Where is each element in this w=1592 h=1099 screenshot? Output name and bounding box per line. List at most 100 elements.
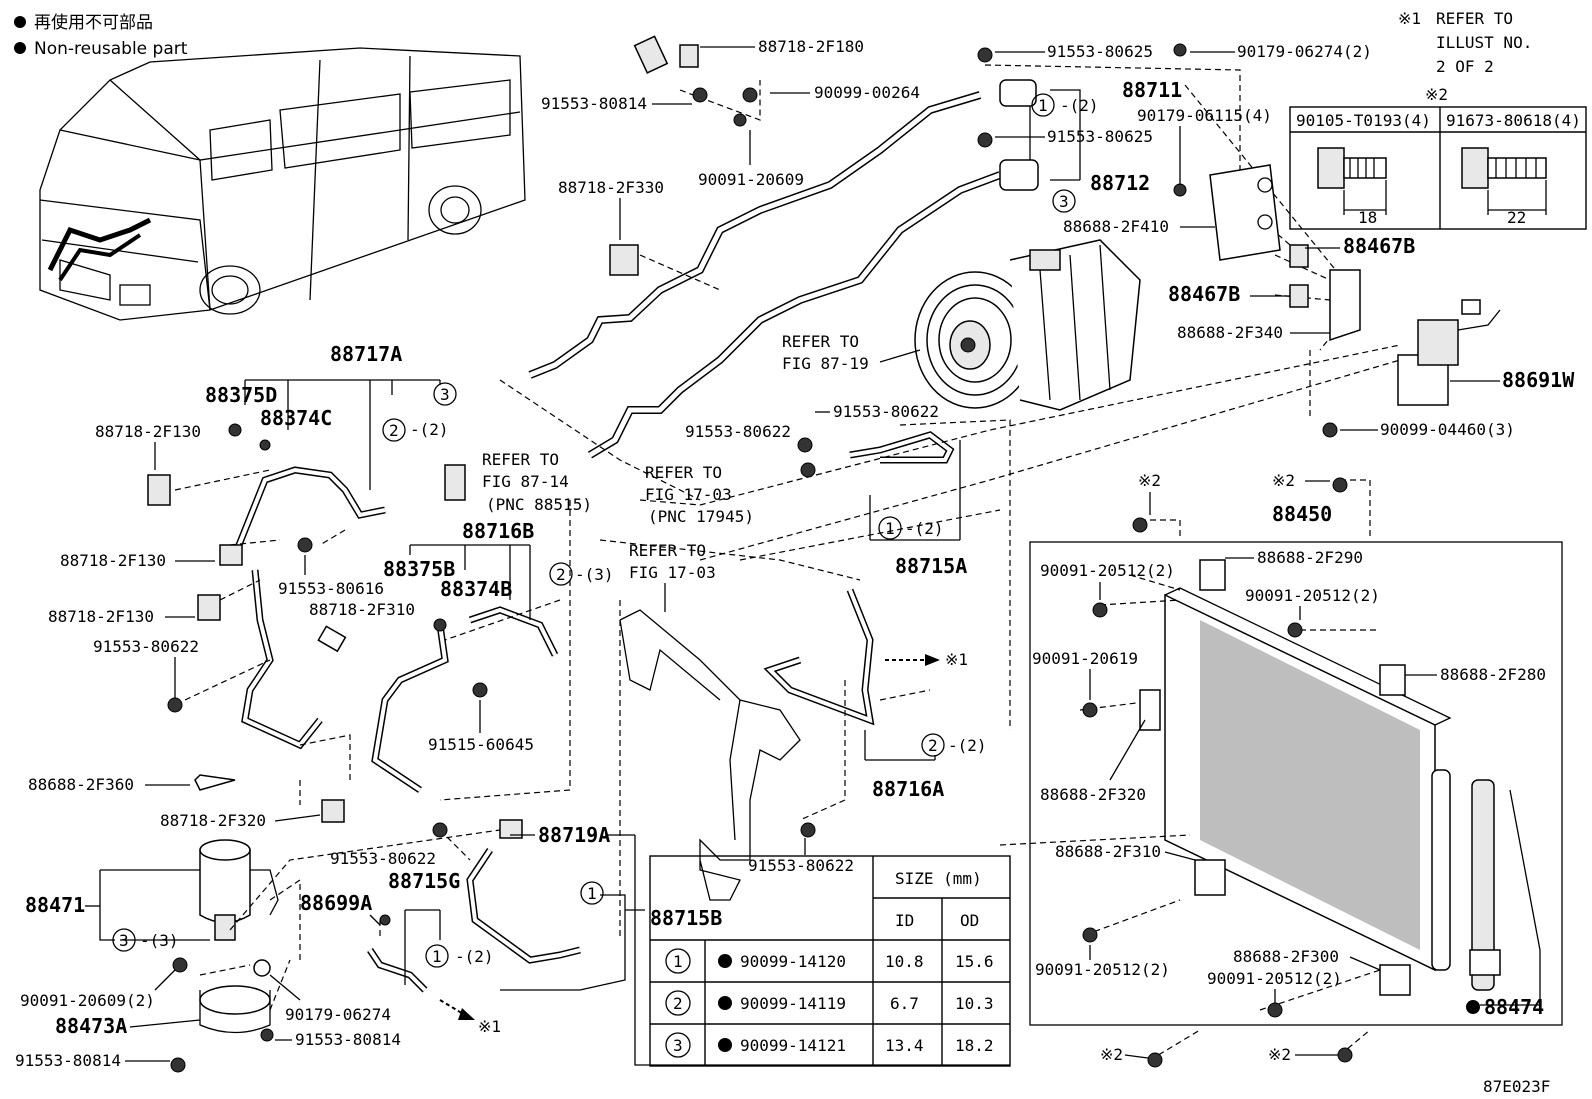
label-88717A: 88717A [330,342,402,366]
note-ref1-text2: ILLUST NO. [1436,33,1532,52]
size-row-num: 2 [673,994,683,1013]
label-90091-20512-c: 90091-20512(2) [1035,960,1170,979]
callout-1: 1 [587,884,597,903]
legend-en: Non-reusable part [34,39,188,59]
label-91553-80622-c: 91553-80622 [93,637,199,656]
label-88688-2F360: 88688-2F360 [28,775,134,794]
label-90091-20619: 90091-20619 [1032,649,1138,668]
label-88699A: 88699A [300,891,372,915]
label-88719A: 88719A [538,823,610,847]
label-ref-17-03a-b: FIG 17-03 [645,485,732,504]
size-row-part: 90099-14120 [740,952,846,971]
label-ref-87-19-b: FIG 87-19 [782,354,869,373]
callout-2: 2 [928,736,938,755]
label-90091-20609-2: 90091-20609(2) [20,991,155,1010]
size-row-num: 3 [673,1036,683,1055]
label-90091-20512-a: 90091-20512(2) [1040,561,1175,580]
bolt-icon [1461,147,1547,215]
label-88712: 88712 [1090,171,1150,195]
note-ref2-box: ※2 90105-T0193(4) 91673-80618(4) 18 22 [1289,85,1587,230]
non-reusable-dot-icon [718,1038,732,1052]
size-table-row: 1 90099-14120 10.8 15.6 [665,948,994,974]
label-88688-2F410: 88688-2F410 [1063,217,1169,236]
label-91553-80622-b: 91553-80622 [685,422,791,441]
label-91553-80616: 91553-80616 [278,579,384,598]
callout-1: 1 [885,519,895,538]
label-88715A: 88715A [895,554,967,578]
note-ref1-text3: 2 OF 2 [1436,57,1494,76]
label-88471: 88471 [25,893,85,917]
label-88688-2F310: 88688-2F310 [1055,842,1161,861]
size-table-row: 3 90099-14121 13.4 18.2 [665,1032,994,1058]
label-ref2-a: ※2 [1138,471,1161,490]
sensor-88691w [1397,299,1501,406]
size-row-id: 10.8 [885,952,924,971]
callout-2: 2 [556,565,566,584]
non-reusable-dot-icon [14,42,26,54]
label-88718-2F310: 88718-2F310 [309,600,415,619]
ref2-right-dim: 22 [1507,208,1526,227]
size-table-col-id: ID [895,911,914,930]
size-table-col-od: OD [960,911,979,930]
label-88718-2F130-c: 88718-2F130 [48,607,154,626]
label-88715B: 88715B [650,906,722,930]
label-ref1-arrow-a: ※1 [945,650,968,669]
label-88471-oring: -(3) [140,931,179,950]
label-88688-2F320: 88688-2F320 [1040,785,1146,804]
label-ref2-d: ※2 [1268,1045,1291,1064]
label-90179-06274: 90179-06274 [285,1005,391,1024]
label-88691W: 88691W [1502,368,1575,392]
label-ref2-b: ※2 [1272,471,1295,490]
note-ref1: ※1 REFER TO ILLUST NO. 2 OF 2 [1398,9,1532,76]
label-91553-80625-b: 91553-80625 [1047,127,1153,146]
oring-size-table: SIZE (mm) ID OD 1 90099-14120 10.8 15.6 … [649,855,1011,1067]
label-88718-2F180: 88718-2F180 [758,37,864,56]
label-90099-00264: 90099-00264 [814,83,920,102]
label-88688-2F280: 88688-2F280 [1440,665,1546,684]
label-88375B: 88375B [383,557,455,581]
label-88718-2F130-b: 88718-2F130 [60,551,166,570]
callout-3: 3 [1059,192,1069,211]
label-91553-80622-a: 91553-80622 [833,402,939,421]
label-88688-2F300: 88688-2F300 [1233,947,1339,966]
size-row-id: 6.7 [890,994,919,1013]
note-ref2-mark: ※2 [1425,85,1448,104]
ref-arrows [439,654,940,1020]
label-88711-oring: -(2) [1060,96,1099,115]
label-90179-06115: 90179-06115(4) [1137,106,1272,125]
non-reusable-dot-icon [1466,1000,1480,1014]
label-88715G-oring: -(2) [455,947,494,966]
small-fasteners [147,35,1411,1073]
note-ref1-mark: ※1 [1398,9,1421,28]
size-table-title: SIZE (mm) [895,869,982,888]
condenser-88450 [1029,541,1563,1026]
body-bracket [619,609,801,901]
label-88718-2F330: 88718-2F330 [558,178,664,197]
non-reusable-dot-icon [718,996,732,1010]
label-88715G: 88715G [388,869,460,893]
label-ref-17-03a-a: REFER TO [645,463,722,482]
van-illustration [39,47,526,321]
callouts: 1 3 3 2 1 2 2 1 3 1 [112,93,1076,968]
label-ref-17-03b-b: FIG 17-03 [629,563,716,582]
callout-1: 1 [432,947,442,966]
compressor [914,239,1141,411]
part-labels: 88718-2F180 91553-80814 90099-00264 9009… [15,37,1575,1096]
label-88718-2F130-a: 88718-2F130 [95,422,201,441]
label-88688-2F290: 88688-2F290 [1257,548,1363,567]
label-ref-87-14-b: FIG 87-14 [482,472,569,491]
size-row-od: 18.2 [955,1036,994,1055]
label-ref1-arrow-b: ※1 [478,1017,501,1036]
callout-2: 2 [389,421,399,440]
label-90179-06274-2: 90179-06274(2) [1237,42,1372,61]
size-row-od: 10.3 [955,994,994,1013]
ref2-left-dim: 18 [1358,208,1377,227]
label-88716B: 88716B [462,519,534,543]
label-91553-80814-b: 91553-80814 [295,1030,401,1049]
ref2-right-part: 91673-80618(4) [1446,111,1581,130]
label-91553-80622-d: 91553-80622 [330,849,436,868]
label-88374C: 88374C [260,406,332,430]
label-fig-code: 87E023F [1483,1077,1550,1096]
label-91553-80814-c: 91553-80814 [15,1051,121,1070]
